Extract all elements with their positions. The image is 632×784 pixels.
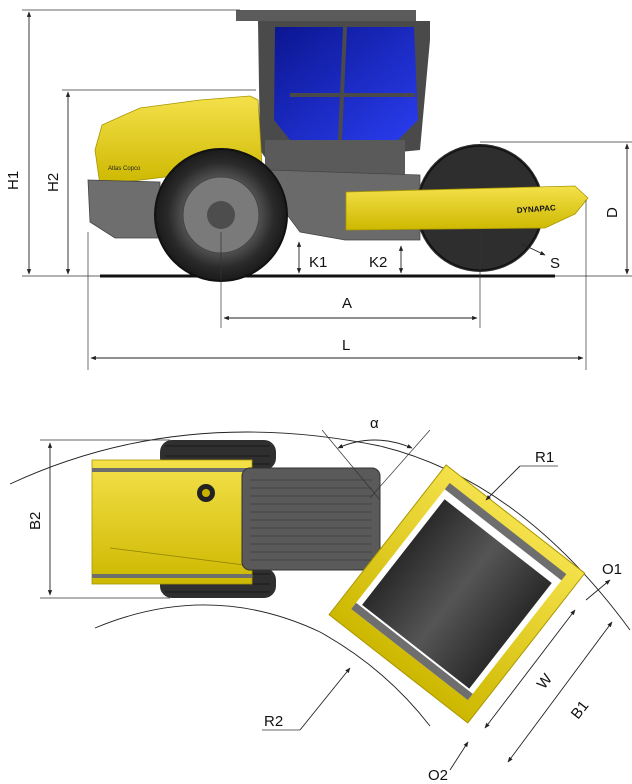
label-r2: R2 <box>264 713 283 730</box>
rear-frame <box>87 179 161 239</box>
rear-hub <box>207 201 235 229</box>
label-s: S <box>550 255 560 272</box>
hood-brand-text: Atlas Copco <box>108 166 141 172</box>
r2-pointer-line <box>299 667 351 731</box>
label-k1: K1 <box>309 254 327 271</box>
label-o2: O2 <box>428 767 448 784</box>
drum-frame <box>345 185 589 231</box>
label-b2: B2 <box>27 512 44 530</box>
label-h2: H2 <box>45 173 62 192</box>
label-k2: K2 <box>369 254 387 271</box>
label-l: L <box>342 337 350 354</box>
cab-roof <box>236 10 416 21</box>
alpha-arc <box>337 439 413 449</box>
b1-dimension-line <box>507 621 613 763</box>
label-h1: H1 <box>5 171 22 190</box>
label-a: A <box>342 295 352 312</box>
o1-pointer-line <box>585 579 611 601</box>
label-w: W <box>534 670 557 692</box>
label-o1: O1 <box>602 561 622 578</box>
r1-pointer-line <box>485 465 521 501</box>
label-b1: B1 <box>568 698 593 723</box>
label-alpha: α <box>370 415 379 432</box>
cab-roof-top <box>241 467 381 571</box>
o2-pointer-line <box>449 741 469 771</box>
alpha-line-2 <box>369 429 431 499</box>
top-view: α R1 R2 B2 O1 W B1 O2 <box>9 415 631 784</box>
label-d: D <box>604 207 621 218</box>
rear-body-top <box>91 459 253 585</box>
drum-unit-top <box>328 464 586 724</box>
s-pointer-line <box>521 243 546 256</box>
label-r1: R1 <box>535 449 554 466</box>
inner-turning-arc <box>94 604 431 727</box>
brand-logo: DYNAPAC <box>517 203 557 215</box>
side-view: Atlas Copco DYNAPAC H1 H2 D K1 <box>5 9 632 370</box>
cab-glass <box>274 27 418 140</box>
alpha-line-1 <box>321 429 381 501</box>
